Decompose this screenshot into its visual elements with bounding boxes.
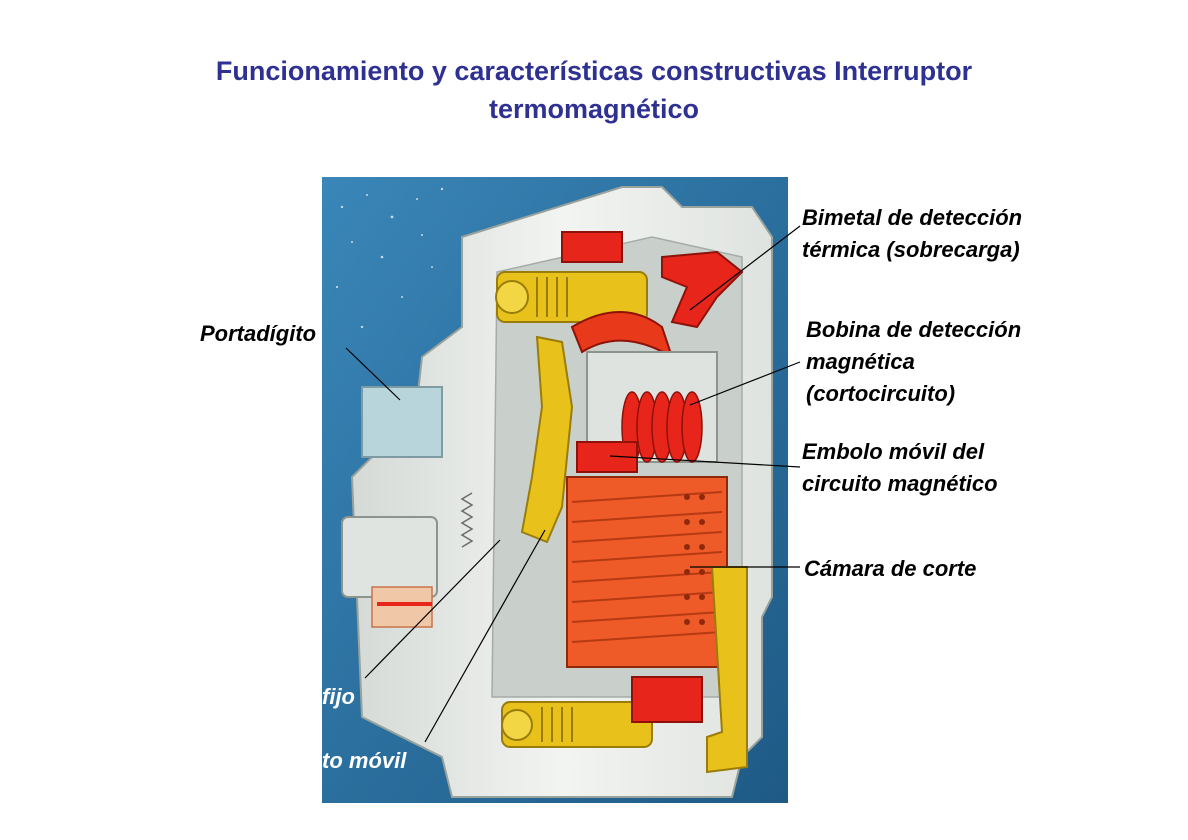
label-contacto-fijo-partial: fijo (322, 684, 355, 709)
label-contacto-movil-partial: to móvil (322, 748, 407, 773)
arc-chute-holes (684, 494, 705, 625)
label-bimetal: Bimetal de detección térmica (sobrecarga… (802, 205, 1023, 262)
contact-fixed-area (371, 586, 433, 628)
top-red-clamp (561, 231, 623, 263)
label-embolo: Embolo móvil del circuito magnético (802, 439, 998, 496)
label-portadigito: Portadígito (200, 321, 317, 346)
top-screw-thread (536, 277, 568, 317)
operating-lever (341, 516, 438, 598)
label-camara: Cámara de corte (804, 556, 977, 581)
label-bobina: Bobina de detección magnética (cortocirc… (806, 317, 1022, 406)
breaker-illustration (322, 177, 788, 803)
breaker-cutaway-image: fijo to móvil (322, 177, 788, 803)
arc-chute-plates (571, 491, 723, 643)
page-title-line-1: Funcionamiento y características constru… (215, 56, 973, 86)
page-title-line-2: termomagnético (488, 94, 700, 124)
bottom-red-clamp (631, 676, 703, 723)
plunger (576, 441, 638, 473)
page-title: Funcionamiento y características constru… (0, 52, 1188, 128)
sparkle-dots (335, 187, 444, 329)
moving-contact-arm (520, 335, 574, 544)
portadigito-window (361, 386, 443, 458)
